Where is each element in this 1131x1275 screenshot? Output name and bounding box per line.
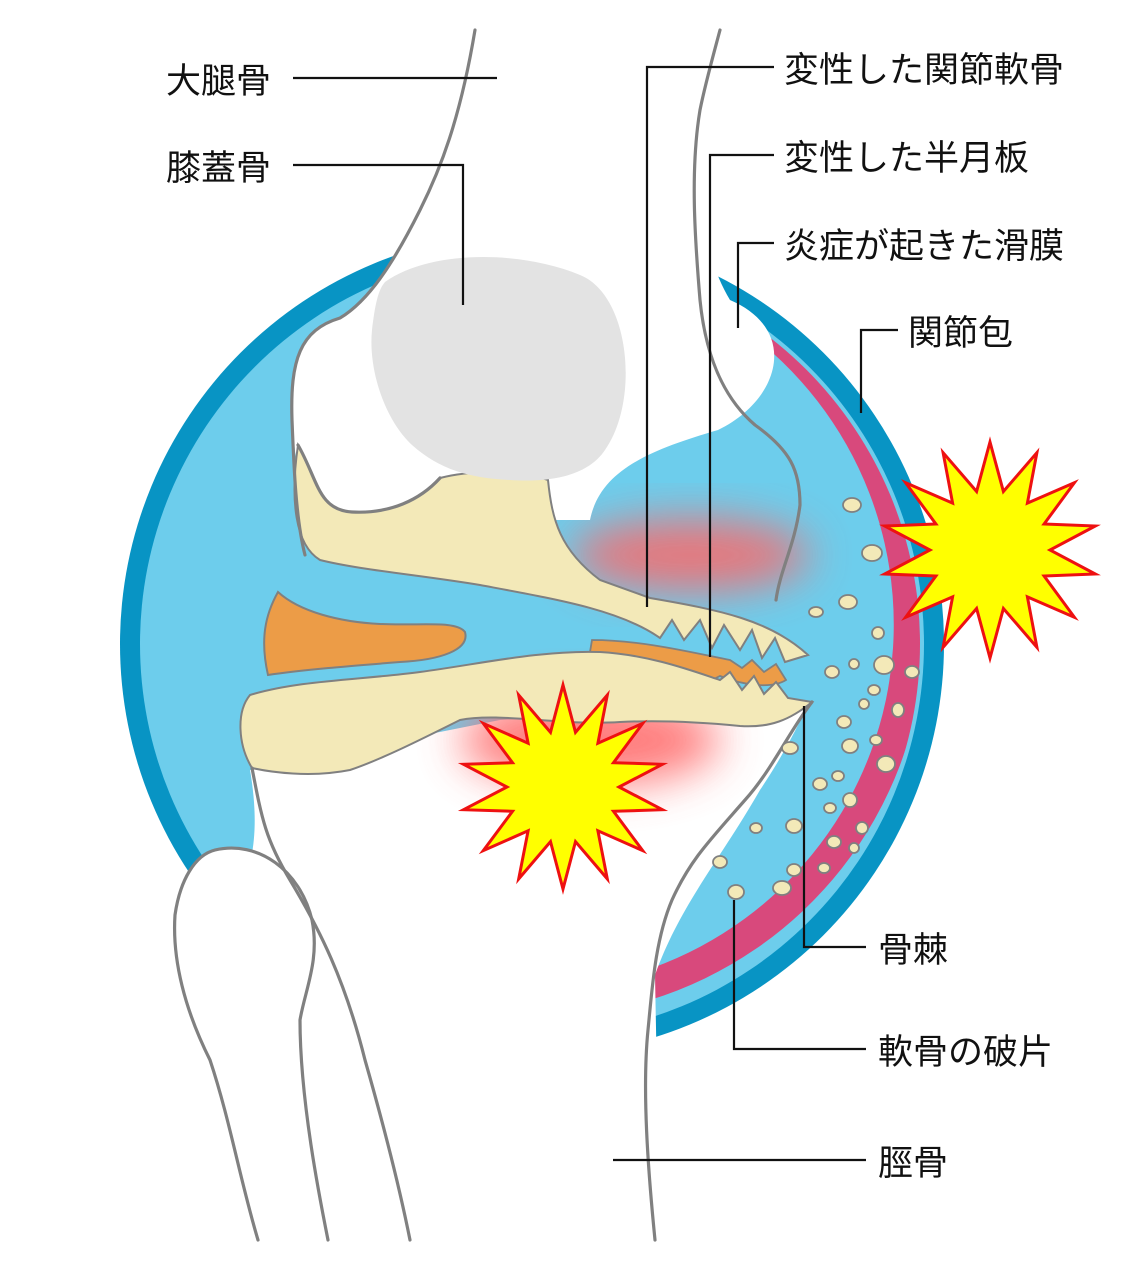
inflammation-glow-upper: [570, 519, 810, 591]
label-femur: 大腿骨: [166, 62, 271, 102]
leader-patella: [293, 163, 465, 305]
fragment: [871, 626, 885, 640]
fragment: [848, 658, 860, 670]
fragment: [785, 818, 803, 834]
fragment: [817, 862, 831, 874]
fragment: [786, 863, 802, 877]
label-joint-capsule: 関節包: [908, 314, 1013, 354]
fragment: [867, 684, 881, 696]
leader-cartilage-fragments: [732, 900, 866, 1051]
fragment: [836, 715, 852, 729]
label-degenerated-meniscus: 変性した半月板: [784, 139, 1029, 179]
fragment: [808, 606, 824, 618]
fragment: [848, 842, 860, 854]
labels: 大腿骨 膝蓋骨 変性した関節軟骨 変性した半月板 炎症が起きた滑膜 関節包 骨棘…: [166, 51, 1064, 1184]
fragment: [858, 698, 870, 710]
fragment: [772, 880, 792, 896]
pain-burst-lower: [457, 679, 669, 895]
fragment: [781, 741, 799, 755]
label-tibia: 脛骨: [878, 1144, 948, 1184]
label-inflamed-synovium: 炎症が起きた滑膜: [784, 227, 1064, 267]
anatomy-outlines: [172, 28, 814, 1242]
label-degenerated-cartilage: 変性した関節軟骨: [784, 51, 1064, 91]
fragment: [861, 544, 883, 562]
fibula-outline: [172, 846, 330, 1242]
cartilage-fragments: [712, 497, 920, 900]
leader-lines: [293, 65, 898, 1162]
tibia-outline-right: [643, 700, 814, 1242]
fragment: [831, 770, 845, 782]
fragment: [841, 738, 859, 754]
patella: [371, 257, 626, 481]
label-patella: 膝蓋骨: [166, 149, 271, 189]
meniscus-left: [263, 590, 467, 677]
fragment: [838, 594, 858, 610]
fragment: [842, 497, 862, 513]
fragment: [712, 855, 728, 869]
lower-leg-area: [200, 705, 808, 1240]
inflamed-synovium: [650, 272, 920, 1000]
fragment: [842, 792, 858, 808]
fibula: [174, 848, 328, 1240]
fragment: [727, 884, 745, 900]
fragment: [869, 734, 883, 746]
tibia-outline-left: [250, 766, 412, 1242]
pain-bursts: [457, 436, 1101, 895]
fragment: [873, 655, 895, 675]
femur-outline-left: [290, 28, 477, 557]
leader-degenerated-meniscus: [708, 153, 774, 657]
femur-cartilage-outline: [296, 443, 442, 514]
label-cartilage-fragments: 軟骨の破片: [878, 1033, 1053, 1073]
fragment: [876, 755, 896, 773]
leader-osteophyte: [802, 706, 866, 949]
pain-burst-upper: [879, 436, 1101, 664]
leader-inflamed-synovium: [736, 241, 774, 328]
label-osteophyte: 骨棘: [878, 931, 948, 971]
fragment: [855, 821, 869, 835]
fragment: [823, 802, 837, 814]
fragment: [812, 777, 828, 791]
fragment: [904, 665, 920, 679]
leader-joint-capsule: [859, 328, 898, 413]
fragment: [749, 822, 763, 834]
fragment: [891, 702, 905, 718]
leader-degenerated-cartilage: [645, 65, 774, 607]
fragment: [826, 835, 842, 849]
fragment: [824, 665, 840, 679]
